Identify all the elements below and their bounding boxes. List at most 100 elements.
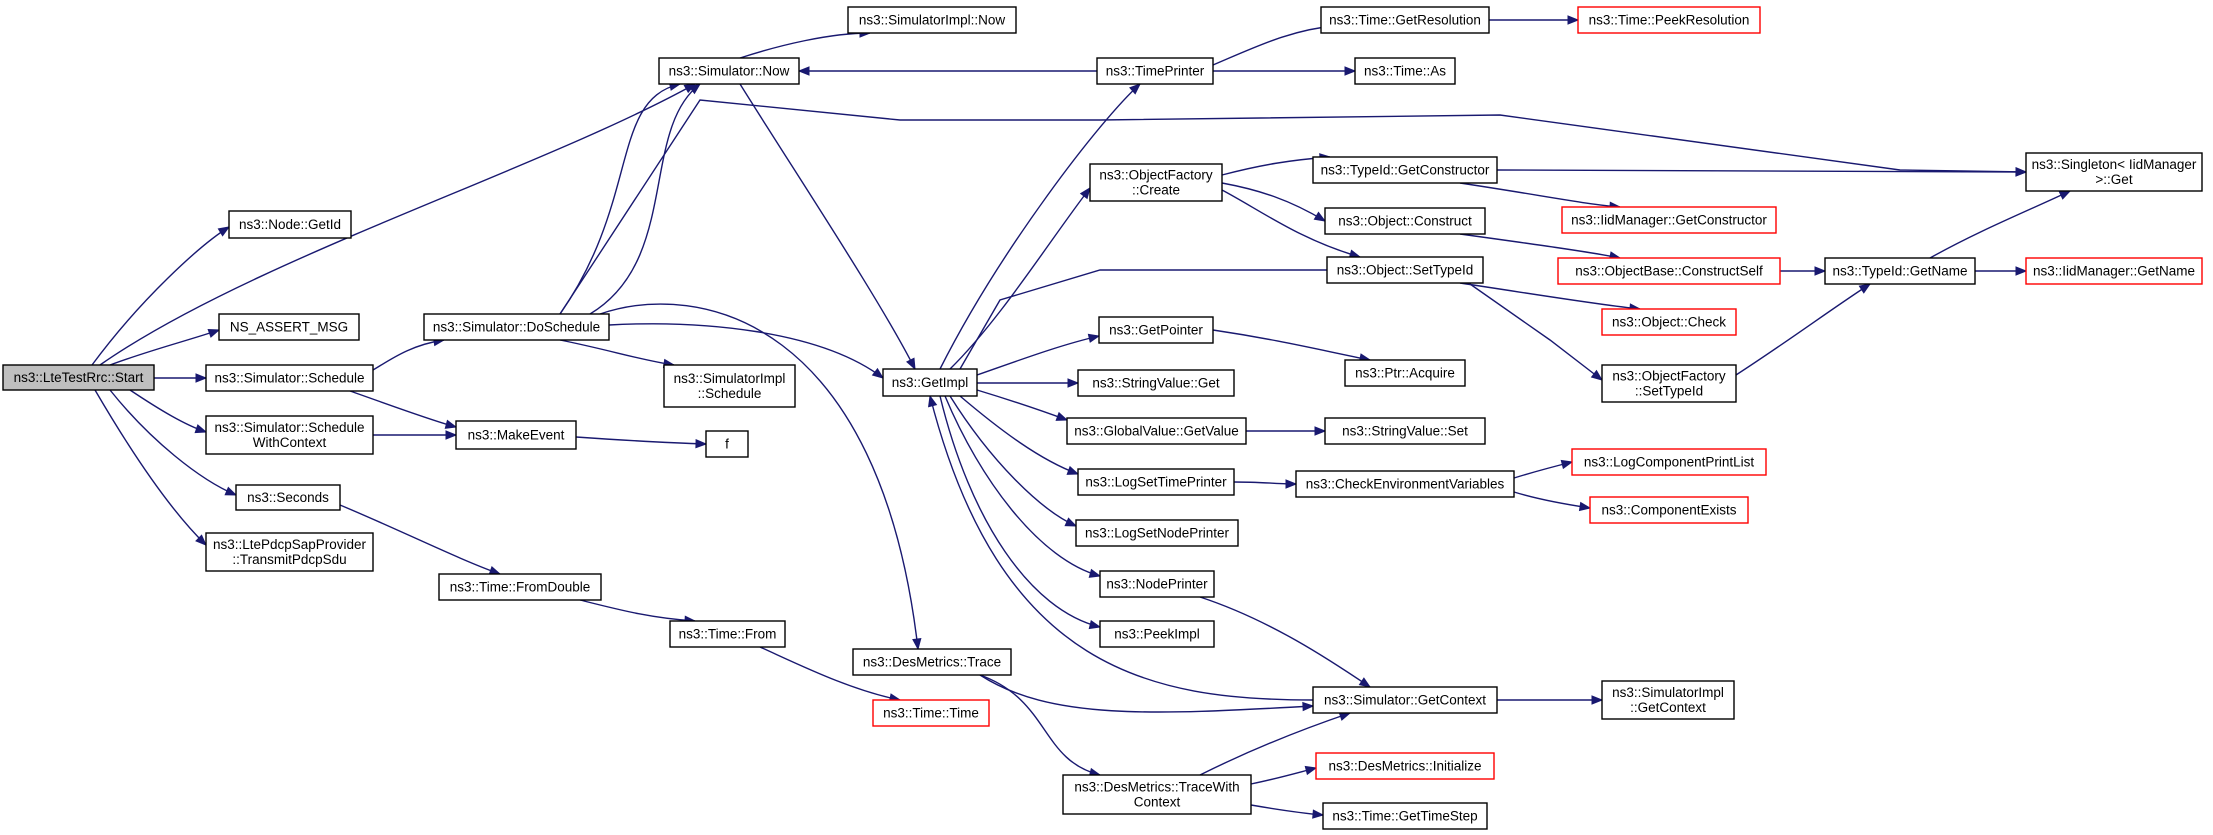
- node-time_from[interactable]: ns3::Time::From: [669, 620, 786, 648]
- node-timeprinter[interactable]: ns3::TimePrinter: [1096, 57, 1214, 85]
- node-objfac_create[interactable]: ns3::ObjectFactory::Create: [1089, 163, 1223, 202]
- node-box[interactable]: [1096, 57, 1214, 85]
- node-box[interactable]: [205, 532, 374, 572]
- node-box[interactable]: [1315, 752, 1495, 780]
- node-time_as[interactable]: ns3::Time::As: [1354, 57, 1456, 85]
- node-start[interactable]: ns3::LteTestRrc::Start: [2, 364, 155, 391]
- node-box[interactable]: [1320, 6, 1490, 34]
- node-box[interactable]: [205, 415, 374, 455]
- node-box[interactable]: [1324, 207, 1486, 235]
- node-obj_check[interactable]: ns3::Object::Check: [1601, 308, 1737, 336]
- node-box[interactable]: [847, 6, 1017, 34]
- node-box[interactable]: [705, 430, 749, 458]
- node-ns_assert[interactable]: NS_ASSERT_MSG: [218, 313, 360, 341]
- node-compexists[interactable]: ns3::ComponentExists: [1589, 496, 1749, 524]
- node-peekimpl[interactable]: ns3::PeekImpl: [1099, 620, 1215, 648]
- node-box[interactable]: [852, 648, 1012, 676]
- node-box[interactable]: [1601, 364, 1737, 403]
- node-sv_set[interactable]: ns3::StringValue::Set: [1324, 417, 1486, 445]
- node-box[interactable]: [1312, 686, 1498, 714]
- node-box[interactable]: [1557, 257, 1781, 285]
- node-box[interactable]: [455, 420, 577, 450]
- node-box[interactable]: [1561, 206, 1777, 234]
- node-box[interactable]: [1344, 359, 1466, 387]
- node-simimpl_sched[interactable]: ns3::SimulatorImpl::Schedule: [663, 364, 796, 408]
- node-box[interactable]: [1099, 570, 1215, 598]
- node-box[interactable]: [669, 620, 786, 648]
- node-time_getres[interactable]: ns3::Time::GetResolution: [1320, 6, 1490, 34]
- node-box[interactable]: [1354, 57, 1456, 85]
- node-box[interactable]: [1601, 680, 1735, 720]
- node-box[interactable]: [1077, 369, 1235, 397]
- node-box[interactable]: [423, 313, 610, 341]
- node-simimpl_getctx[interactable]: ns3::SimulatorImpl::GetContext: [1601, 680, 1735, 720]
- node-box[interactable]: [1322, 802, 1488, 830]
- node-box[interactable]: [438, 573, 602, 601]
- node-sv_get[interactable]: ns3::StringValue::Get: [1077, 369, 1235, 397]
- node-logsettp[interactable]: ns3::LogSetTimePrinter: [1077, 468, 1235, 496]
- node-fromdouble[interactable]: ns3::Time::FromDouble: [438, 573, 602, 601]
- node-getpointer[interactable]: ns3::GetPointer: [1098, 316, 1214, 344]
- node-desm_trace[interactable]: ns3::DesMetrics::Trace: [852, 648, 1012, 676]
- node-iid_getname[interactable]: ns3::IidManager::GetName: [2025, 257, 2203, 285]
- node-box[interactable]: [1571, 448, 1767, 476]
- node-box[interactable]: [205, 364, 374, 392]
- node-typeid_getctor[interactable]: ns3::TypeId::GetConstructor: [1312, 156, 1498, 184]
- node-box[interactable]: [1098, 316, 1214, 344]
- node-nodeprinter[interactable]: ns3::NodePrinter: [1099, 570, 1215, 598]
- node-seconds[interactable]: ns3::Seconds: [235, 484, 341, 511]
- node-sim_dosched[interactable]: ns3::Simulator::DoSchedule: [423, 313, 610, 341]
- node-singleton_get[interactable]: ns3::Singleton< IidManager>::Get: [2025, 152, 2203, 192]
- node-ptr_acquire[interactable]: ns3::Ptr::Acquire: [1344, 359, 1466, 387]
- node-time_time[interactable]: ns3::Time::Time: [872, 699, 990, 727]
- node-box[interactable]: [1077, 468, 1235, 496]
- node-obj_settypeid[interactable]: ns3::Object::SetTypeId: [1326, 256, 1484, 284]
- node-f[interactable]: f: [705, 430, 749, 458]
- node-typeid_getname[interactable]: ns3::TypeId::GetName: [1824, 257, 1976, 285]
- node-box[interactable]: [872, 699, 990, 727]
- node-time_gettimestep[interactable]: ns3::Time::GetTimeStep: [1322, 802, 1488, 830]
- node-box[interactable]: [1824, 257, 1976, 285]
- node-box[interactable]: [1295, 470, 1515, 498]
- node-makeevent[interactable]: ns3::MakeEvent: [455, 420, 577, 450]
- node-box[interactable]: [1324, 417, 1486, 445]
- node-desm_init[interactable]: ns3::DesMetrics::Initialize: [1315, 752, 1495, 780]
- node-sim_schedule[interactable]: ns3::Simulator::Schedule: [205, 364, 374, 392]
- node-box[interactable]: [2025, 152, 2203, 192]
- node-simimpl_now[interactable]: ns3::SimulatorImpl::Now: [847, 6, 1017, 34]
- node-box[interactable]: [1601, 308, 1737, 336]
- node-box[interactable]: [658, 57, 800, 85]
- node-box[interactable]: [2025, 257, 2203, 285]
- node-box[interactable]: [663, 364, 796, 408]
- node-box[interactable]: [1075, 519, 1239, 547]
- node-obj_construct[interactable]: ns3::Object::Construct: [1324, 207, 1486, 235]
- node-time_peekres[interactable]: ns3::Time::PeekResolution: [1577, 6, 1761, 34]
- node-box[interactable]: [1099, 620, 1215, 648]
- node-box[interactable]: [228, 210, 352, 239]
- node-box[interactable]: [1089, 163, 1223, 202]
- node-box[interactable]: [882, 368, 978, 397]
- node-getimpl[interactable]: ns3::GetImpl: [882, 368, 978, 397]
- node-objbase_constructself[interactable]: ns3::ObjectBase::ConstructSelf: [1557, 257, 1781, 285]
- node-logsetnp[interactable]: ns3::LogSetNodePrinter: [1075, 519, 1239, 547]
- node-box[interactable]: [2, 364, 155, 391]
- node-pdcp[interactable]: ns3::LtePdcpSapProvider::TransmitPdcpSdu: [205, 532, 374, 572]
- node-box[interactable]: [1577, 6, 1761, 34]
- node-node_getid[interactable]: ns3::Node::GetId: [228, 210, 352, 239]
- node-gv_getvalue[interactable]: ns3::GlobalValue::GetValue: [1066, 417, 1247, 445]
- node-box[interactable]: [235, 484, 341, 511]
- node-iid_getctor[interactable]: ns3::IidManager::GetConstructor: [1561, 206, 1777, 234]
- node-box[interactable]: [1326, 256, 1484, 284]
- node-box[interactable]: [1312, 156, 1498, 184]
- node-sim_getctx[interactable]: ns3::Simulator::GetContext: [1312, 686, 1498, 714]
- node-box[interactable]: [1589, 496, 1749, 524]
- node-sim_now[interactable]: ns3::Simulator::Now: [658, 57, 800, 85]
- node-box[interactable]: [218, 313, 360, 341]
- node-objfac_settypeid[interactable]: ns3::ObjectFactory::SetTypeId: [1601, 364, 1737, 403]
- node-checkenv[interactable]: ns3::CheckEnvironmentVariables: [1295, 470, 1515, 498]
- node-box[interactable]: [1066, 417, 1247, 445]
- node-logcomp_printlist[interactable]: ns3::LogComponentPrintList: [1571, 448, 1767, 476]
- node-box[interactable]: [1062, 774, 1252, 815]
